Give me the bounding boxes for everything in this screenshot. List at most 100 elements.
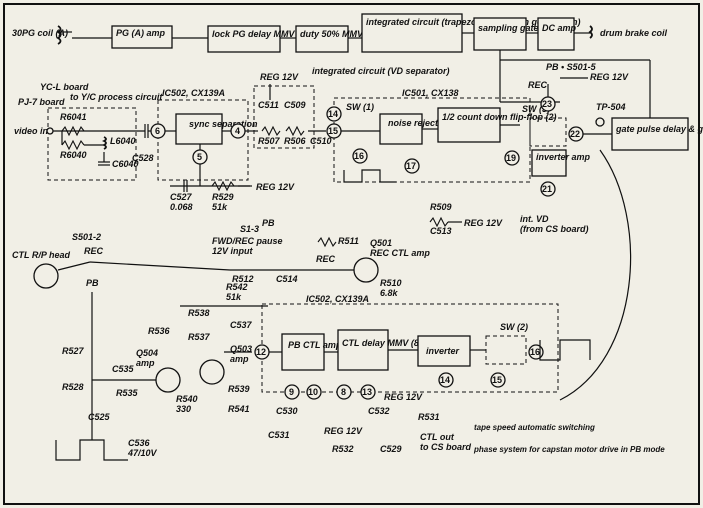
c511-label: C511 — [258, 100, 279, 110]
r509-resistor — [429, 216, 449, 228]
c536-label: C536 — [128, 438, 151, 448]
pin-21 — [540, 181, 556, 197]
sampling-gate-block — [473, 17, 527, 51]
r527-label: R527 — [62, 346, 85, 356]
ctl-out-label: CTL out — [420, 432, 455, 442]
inverter-label: inverter — [426, 346, 460, 356]
sync-section: YC-L board to Y/C process circuit PJ-7 b… — [14, 82, 295, 212]
pb-ctl-section: R542 51k R538 R536 R537 C537 Q504 amp Q5… — [55, 149, 665, 461]
sync-separation-block — [175, 113, 223, 145]
r506-resistor — [285, 125, 305, 137]
s5012-label: S501-2 — [72, 232, 101, 242]
r542-value: 51k — [226, 292, 242, 302]
vd-ic-label: integrated circuit (VD separator) — [312, 66, 450, 76]
ctl-pb-label: PB — [86, 278, 99, 288]
c513-label: C513 — [430, 226, 452, 236]
r532-label: R532 — [332, 444, 354, 454]
pin-16b-number: 16 — [530, 347, 540, 357]
fwd-rec-label: FWD/REC pause — [212, 236, 283, 246]
ic501-rec-label: REC — [528, 80, 548, 90]
duty-block — [295, 25, 349, 53]
ctl-head-label: CTL R/P head — [12, 250, 71, 260]
pin-9 — [284, 384, 300, 400]
r539-label: R539 — [228, 384, 250, 394]
sw1-label: SW (1) — [346, 102, 374, 112]
ic501-reg12v-label: REG 12V — [590, 72, 629, 82]
l6040-inductor — [101, 136, 107, 150]
q504-transistor — [155, 367, 181, 393]
pb-s5015-label: PB • S501-5 — [546, 62, 597, 72]
c537-label: C537 — [230, 320, 253, 330]
r509-label: R509 — [430, 202, 452, 212]
sync-separation-label: sync separation — [189, 119, 258, 129]
r537-label: R537 — [188, 332, 211, 342]
q504-amp-label: amp — [136, 358, 155, 368]
c535-label: C535 — [112, 364, 135, 374]
pin-5-number: 5 — [197, 152, 202, 162]
r535-label: R535 — [116, 388, 139, 398]
ctl-record-section: S1-3 PB FWD/REC pause 12V input R511 REC… — [12, 218, 430, 298]
pin-8-number: 8 — [341, 387, 346, 397]
r511-label: R511 — [338, 236, 359, 246]
c6040-label: C6040 — [112, 159, 139, 169]
diagram-frame — [3, 3, 700, 505]
q503-label: Q503 — [230, 344, 252, 354]
vd-separator-outline — [253, 85, 315, 149]
to-cs-label: to CS board — [420, 442, 472, 452]
sw3-label: SW (3) — [522, 104, 550, 114]
ic502-top-label: IC502, CX139A — [162, 88, 225, 98]
r540-label: R540 — [176, 394, 198, 404]
pin-14b — [438, 372, 454, 388]
pin-23-number: 23 — [542, 99, 552, 109]
q501-transistor — [353, 257, 379, 283]
note-tape-speed: tape speed automatic switching — [474, 423, 595, 432]
r6041-label: R6041 — [60, 112, 87, 122]
pin-12-number: 12 — [256, 347, 266, 357]
pg-coil-icon — [56, 25, 72, 45]
ic501-label: IC501, CX138 — [402, 88, 459, 98]
c510-label: C510 — [310, 136, 332, 146]
r510-value: 6.8k — [380, 288, 399, 298]
q503-transistor — [199, 359, 225, 385]
pin-10 — [306, 384, 322, 400]
pin-14a — [326, 106, 342, 122]
gate-pulse-block — [611, 117, 689, 151]
from-cs-label: (from CS board) — [520, 224, 589, 234]
c509-label: C509 — [284, 100, 306, 110]
noise-reject-label: noise reject MMV (5) — [388, 118, 475, 128]
v12-input-label: 12V input — [212, 246, 254, 256]
pin-22-number: 22 — [570, 129, 580, 139]
ic502-bot-label: IC502, CX139A — [306, 294, 369, 304]
r529-value: 51k — [212, 202, 228, 212]
inverter-block — [417, 335, 471, 367]
s13-label: S1-3 — [240, 224, 259, 234]
pin-16a-number: 16 — [354, 151, 364, 161]
c530-label: C530 — [276, 406, 298, 416]
rec-ctl-label: REC CTL amp — [370, 248, 430, 258]
tp504-testpoint — [595, 117, 605, 127]
pulse-waveform-a — [343, 169, 396, 183]
reg12v-a-label: REG 12V — [256, 182, 295, 192]
note-phase-system: phase system for capstan motor drive in … — [473, 445, 665, 454]
count-down-block — [437, 107, 501, 143]
c531-label: C531 — [268, 430, 290, 440]
c532-label: C532 — [368, 406, 390, 416]
ctl-head-icon — [33, 263, 59, 289]
video-in-label: video in — [14, 126, 49, 136]
r541-label: R541 — [228, 404, 250, 414]
ctl-delay-label: CTL delay MMV (8) — [342, 338, 422, 348]
ic502-top-outline — [157, 99, 249, 181]
pin-19a — [504, 150, 520, 166]
q503-amp-label: amp — [230, 354, 249, 364]
r6041-resistor — [61, 125, 85, 137]
dc-amp-block — [537, 17, 575, 51]
drum-coil-icon — [588, 25, 593, 39]
l6040-label: L6040 — [110, 136, 136, 146]
pin-15b — [490, 372, 506, 388]
pin-15b-number: 15 — [492, 375, 502, 385]
inverter-amp-label: inverter amp — [536, 152, 591, 162]
top-signal-chain: 30PG coil (A) PG (A) amp lock PG delay M… — [12, 13, 668, 103]
pulse-waveform-c — [539, 339, 591, 361]
pin-19a-number: 19 — [506, 153, 516, 163]
pin-17a — [404, 158, 420, 174]
